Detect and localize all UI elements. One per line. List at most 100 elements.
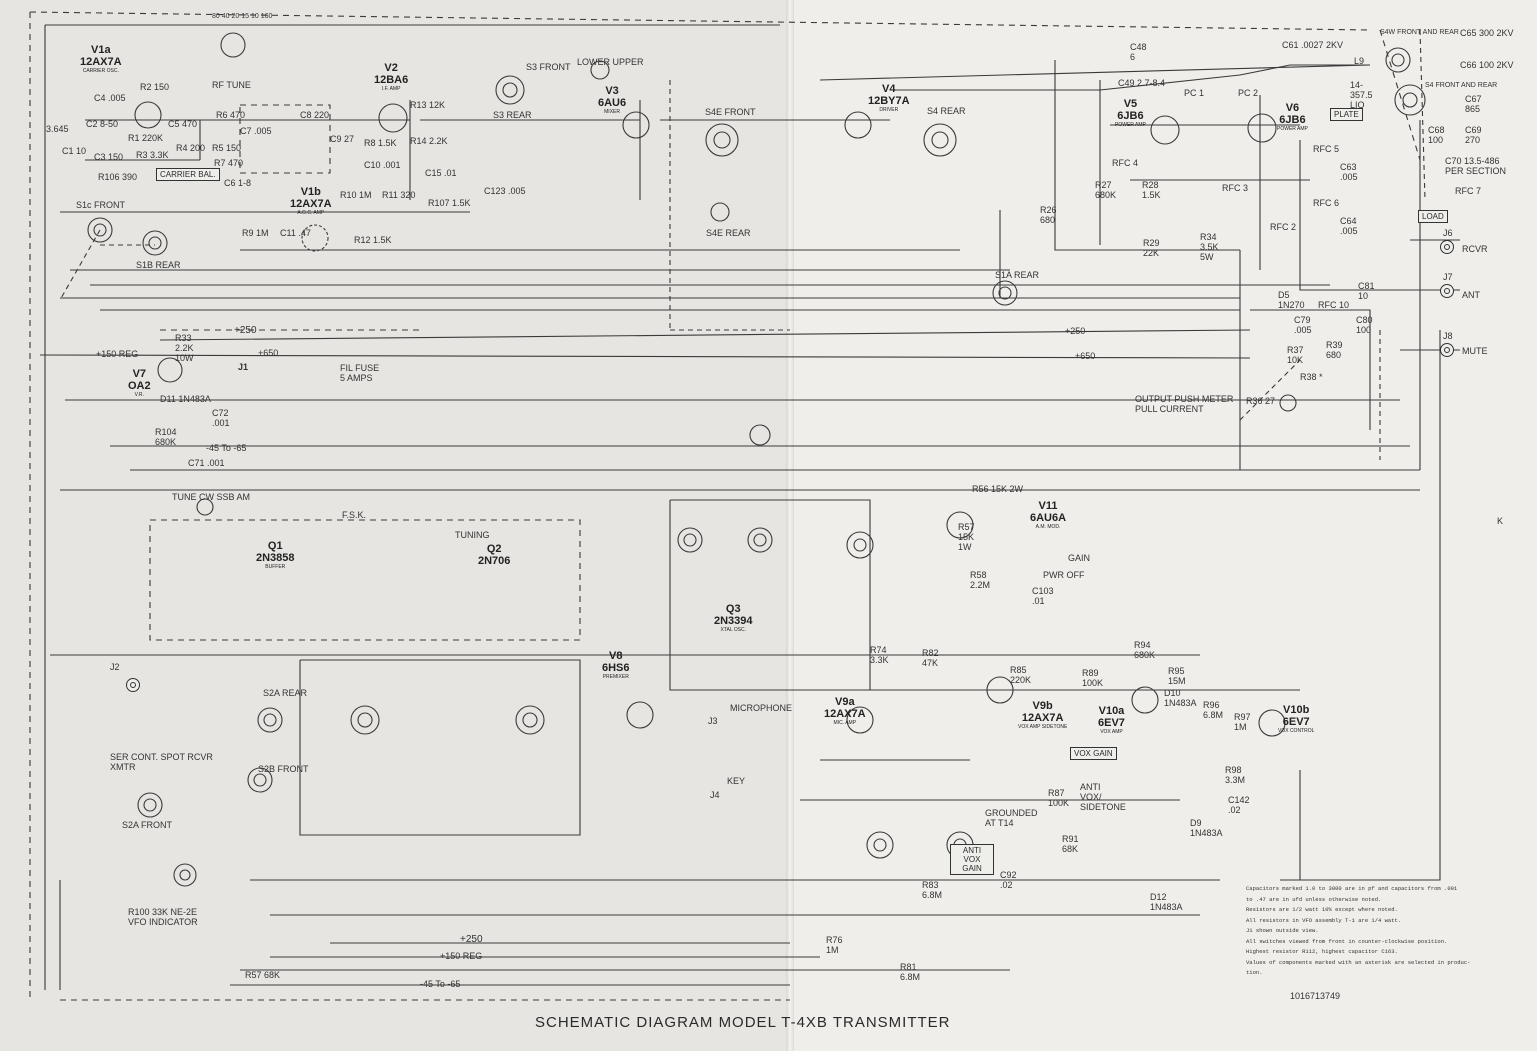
tube-function: VOX AMP xyxy=(1100,729,1123,735)
switch-s3: S3 FRONT xyxy=(526,62,571,72)
component-c61: C61 .0027 2KV xyxy=(1282,40,1344,50)
tuning-label: TUNING xyxy=(455,530,490,540)
component-c9: C9 27 xyxy=(330,134,355,144)
chassis-outline xyxy=(29,11,1421,1001)
component-r104: R104 680K xyxy=(155,427,177,447)
component-r6: R6 470 xyxy=(216,110,246,120)
rcvr-jack[interactable] xyxy=(1440,240,1454,254)
fsk-label: F.S.K. xyxy=(342,510,367,520)
component-c142: C142 .02 xyxy=(1228,795,1250,815)
component-r13: R13 12K xyxy=(410,100,446,110)
component-r39: R39 680 xyxy=(1326,340,1343,360)
component-c11: C11 .47 xyxy=(280,228,311,238)
component-r82: R82 47K xyxy=(922,648,939,668)
component-r95: R95 15M xyxy=(1168,666,1186,686)
switch-s3-rear: S3 REAR xyxy=(493,110,532,120)
transistor-ref: Q3 xyxy=(725,603,741,615)
page-fold xyxy=(786,0,794,1051)
tube-type: 12AX7A xyxy=(824,708,866,720)
tube-ref: V1a xyxy=(91,44,111,56)
switch-s4e-rear: S4E REAR xyxy=(706,228,751,238)
tube-function: VOX AMP SIDETONE xyxy=(1018,724,1068,730)
supply-neg-c: -45 To -65 xyxy=(420,979,461,989)
supply-250-b: +250 xyxy=(1065,326,1086,336)
key-label: KEY xyxy=(727,776,746,786)
tube-ref: V5 xyxy=(1123,98,1138,110)
component-c70: C70 13.5-486 PER SECTION xyxy=(1445,156,1507,176)
carrier-bal-control[interactable]: CARRIER BAL. xyxy=(156,168,220,181)
tube-type: 12AX7A xyxy=(1021,712,1064,724)
component-c15: C15 .01 xyxy=(425,168,457,178)
component-r81: R81 6.8M xyxy=(900,962,921,982)
component-c103: C103 .01 xyxy=(1032,586,1054,606)
mute-jack[interactable] xyxy=(1440,343,1454,357)
component-c3: C3 150 xyxy=(94,152,124,162)
component-c7: C7 .005 xyxy=(240,126,272,136)
rf-tune-label: RF TUNE xyxy=(212,80,251,90)
component-r27: R27 680K xyxy=(1095,180,1117,200)
tube-envelopes xyxy=(134,101,1286,737)
j2-label: J2 xyxy=(110,662,120,672)
supply-650-a: +650 xyxy=(258,348,279,358)
component-rfc10: RFC 10 xyxy=(1318,300,1350,310)
supply-150reg-c: +150 REG xyxy=(440,951,483,961)
switch-s1c: S1c FRONT xyxy=(76,200,126,210)
switch-s4w: S4W FRONT AND REAR xyxy=(1380,29,1459,36)
tube-function: CARRIER OSC. xyxy=(82,68,119,74)
j1-label: J1 xyxy=(238,362,249,372)
vox-gain-control[interactable]: VOX GAIN xyxy=(1070,747,1117,760)
tube-ref: V9a xyxy=(835,696,855,708)
note-line: Values of components marked with an aste… xyxy=(1246,958,1471,966)
supply-neg-a: -45 To -65 xyxy=(206,443,247,453)
left-sheet xyxy=(0,0,790,1051)
anti-vox-gain-control[interactable]: ANTI VOX GAIN xyxy=(950,844,994,875)
tube-function: A.M. MOD. xyxy=(1035,524,1061,530)
note-line: to .47 are in ufd unless otherwise noted… xyxy=(1246,895,1382,903)
component-pc2: PC 2 xyxy=(1238,88,1259,98)
transistor-function: XTAL OSC. xyxy=(720,627,747,633)
power-off-switch[interactable]: PWR OFF xyxy=(1043,570,1085,580)
component-c71: C71 .001 xyxy=(188,458,225,468)
component-d10: D10 1N483A xyxy=(1164,688,1197,708)
load-control[interactable]: LOAD xyxy=(1418,210,1448,223)
j6-label: J6 xyxy=(1443,228,1453,238)
sideband-switch[interactable]: LOWER UPPER xyxy=(577,57,644,67)
plate-control[interactable]: PLATE xyxy=(1330,108,1363,121)
component-r8: R8 1.5K xyxy=(364,138,397,148)
component-c69: C69 270 xyxy=(1465,125,1482,145)
supply-250-a: +250 xyxy=(234,325,257,336)
transistor-function: BUFFER xyxy=(265,564,286,570)
component-r96: R96 6.8M xyxy=(1203,700,1224,720)
component-c49: C49 2.7-8.4 xyxy=(1118,78,1166,88)
gain-control[interactable]: GAIN xyxy=(1068,553,1091,563)
transistor-type: 2N3858 xyxy=(256,552,295,564)
j2-jack[interactable] xyxy=(126,678,140,692)
tube-function: I.F. AMP xyxy=(381,86,401,92)
component-r107: R107 1.5K xyxy=(428,198,471,208)
note-line: All switches viewed from front in counte… xyxy=(1246,937,1448,945)
mode-switch[interactable]: TUNE CW SSB AM xyxy=(172,492,251,502)
meter-switch[interactable]: OUTPUT PUSH METER PULL CURRENT xyxy=(1135,394,1234,414)
ant-jack[interactable] xyxy=(1440,284,1454,298)
tube-ref: V11 xyxy=(1038,500,1058,512)
switch-s2a-front: S2A FRONT xyxy=(122,820,173,830)
component-c10: C10 .001 xyxy=(364,160,401,170)
component-r7: R7 470 xyxy=(214,158,244,168)
tube-ref: V2 xyxy=(384,62,398,74)
spot-switch[interactable]: SER CONT. SPOT RCVR XMTR xyxy=(110,752,213,772)
component-c1: C1 10 xyxy=(62,146,87,156)
tube-ref: V4 xyxy=(882,83,896,95)
rf-tune-bands: 80 40 20 15 10 160 xyxy=(212,13,273,20)
mute-label: MUTE xyxy=(1462,346,1488,356)
component-d11: D11 1N483A xyxy=(160,394,211,404)
tube-type: 12AX7A xyxy=(290,198,332,210)
component-r12: R12 1.5K xyxy=(354,235,392,245)
